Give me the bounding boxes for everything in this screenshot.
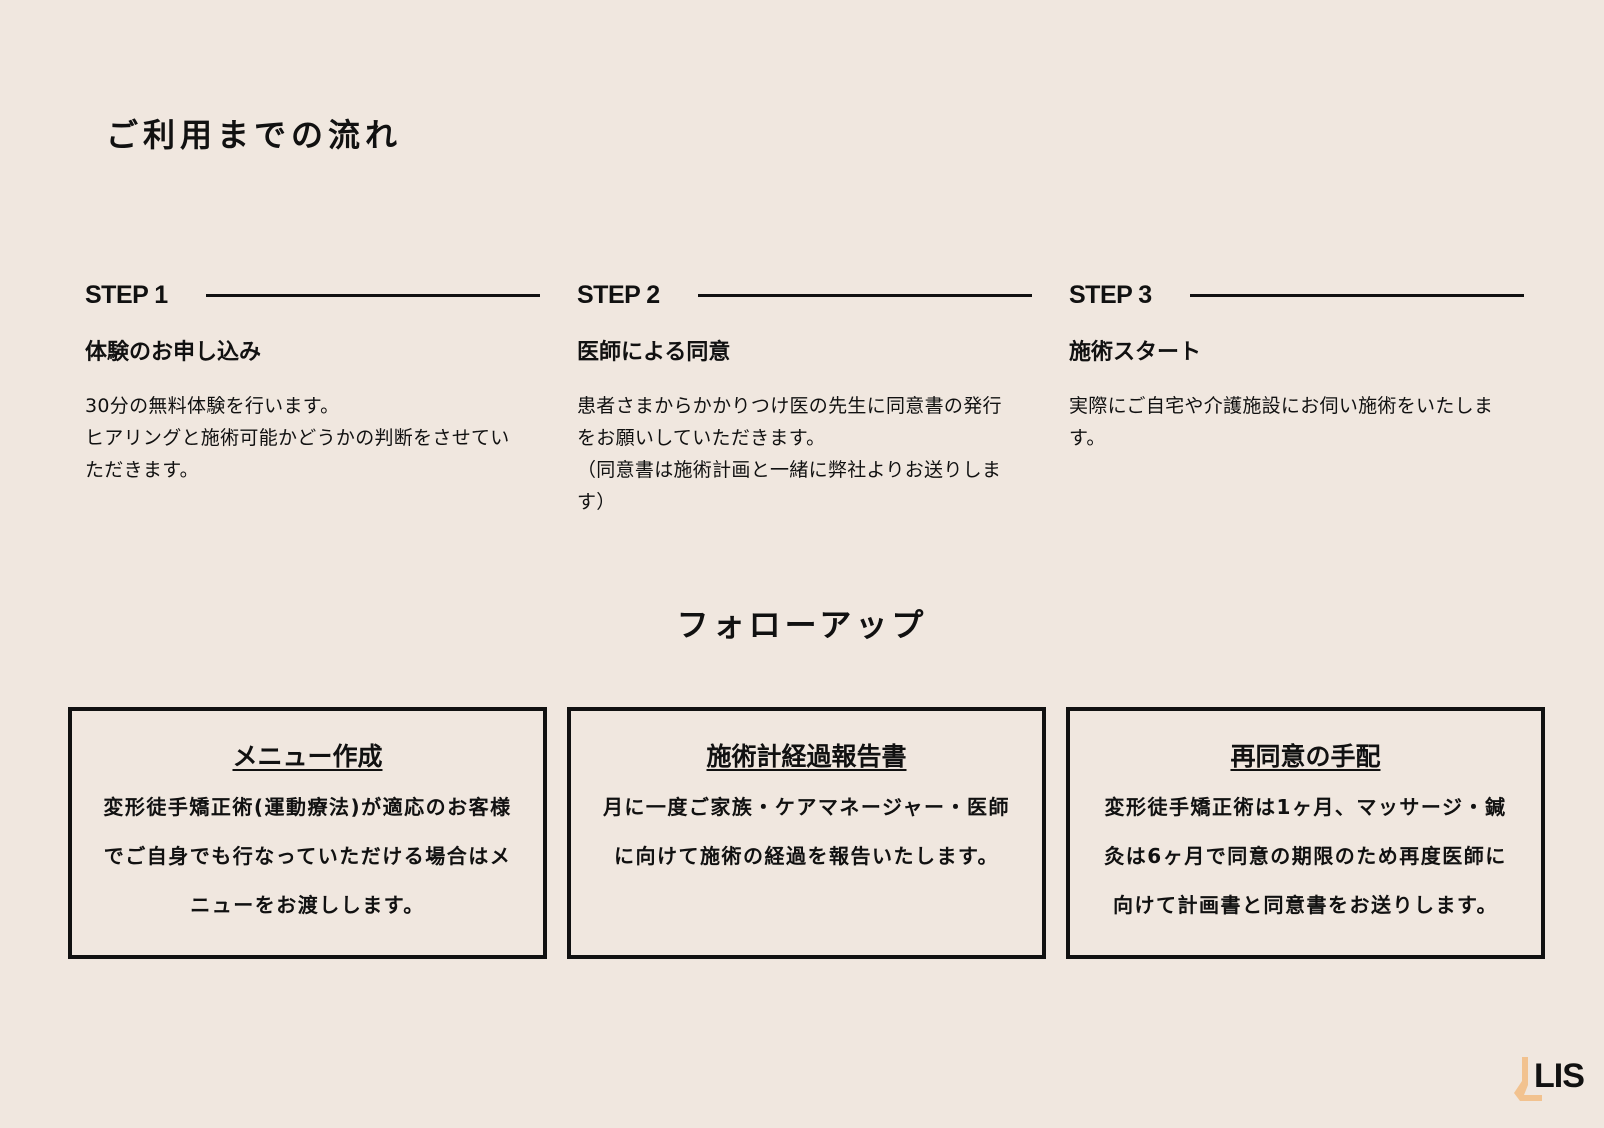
followup-box-report: 施術計経過報告書 月に一度ご家族・ケアマネージャー・医師に向けて施術の経過を報告… [567, 707, 1046, 959]
box-title: メニュー作成 [232, 742, 383, 771]
step-title: 体験のお申し込み [85, 340, 262, 365]
step-description: 患者さまからかかりつけ医の先生に同意書の発行をお願いしていただきます。 （同意書… [577, 395, 1002, 513]
divider [697, 293, 1032, 297]
followup-box-reconsent: 再同意の手配 変形徒手矯正術は1ヶ月、マッサージ・鍼灸は6ヶ月で同意の期限のため… [1066, 707, 1545, 959]
box-description: 変形徒手矯正術は1ヶ月、マッサージ・鍼灸は6ヶ月で同意の期限のため再度医師に向け… [1104, 795, 1507, 917]
box-title: 施術計経過報告書 [706, 742, 907, 771]
followup-heading: フォローアップ [676, 606, 928, 644]
logo-text: LIS [1534, 1057, 1585, 1095]
step-2: STEP 2 医師による同意 患者さまからかかりつけ医の先生に同意書の発行をお願… [577, 280, 1032, 518]
box-description: 月に一度ご家族・ケアマネージャー・医師に向けて施術の経過を報告いたします。 [602, 795, 1011, 868]
step-label: STEP 1 [85, 280, 168, 309]
step-label: STEP 2 [577, 280, 660, 309]
step-title: 医師による同意 [577, 340, 731, 365]
followup-box-menu: メニュー作成 変形徒手矯正術(運動療法)が適応のお客様でご自身でも行なっていただ… [68, 707, 547, 959]
step-3: STEP 3 施術スタート 実際にご自宅や介護施設にお伺い施術をいたします。 [1069, 280, 1524, 454]
page-title: ご利用までの流れ [106, 116, 403, 154]
box-title: 再同意の手配 [1230, 742, 1381, 771]
step-1: STEP 1 体験のお申し込み 30分の無料体験を行います。 ヒアリングと施術可… [85, 280, 540, 486]
divider [1189, 293, 1524, 297]
box-description: 変形徒手矯正術(運動療法)が適応のお客様でご自身でも行なっていただける場合はメニ… [103, 795, 512, 917]
step-title: 施術スタート [1069, 340, 1202, 365]
step-description: 30分の無料体験を行います。 ヒアリングと施術可能かどうかの判断をさせていただき… [85, 395, 510, 481]
lis-logo: LIS [1512, 1055, 1585, 1105]
logo-mark-icon [1514, 1057, 1542, 1101]
step-description: 実際にご自宅や介護施設にお伺い施術をいたします。 [1069, 395, 1494, 449]
step-label: STEP 3 [1069, 280, 1152, 309]
divider [205, 293, 540, 297]
